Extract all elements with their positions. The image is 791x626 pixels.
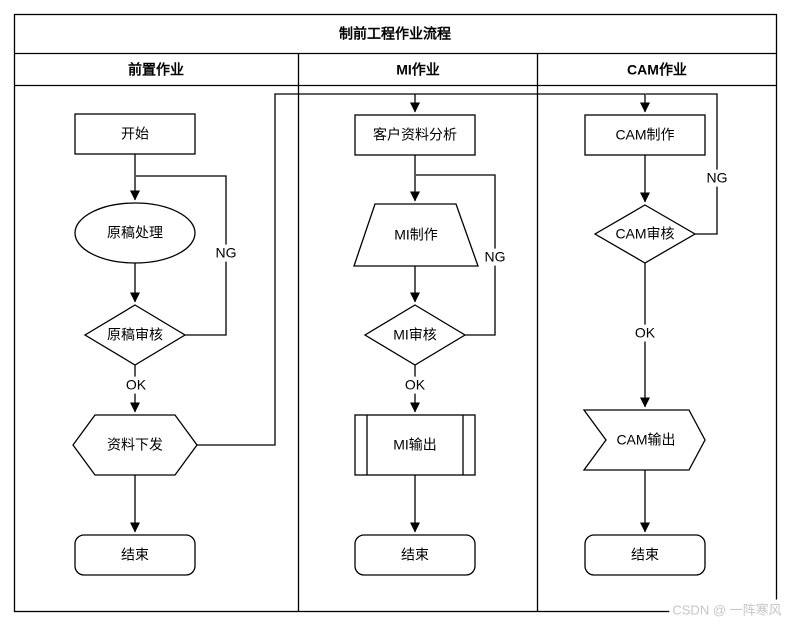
cam-output-node-label: CAM输出 xyxy=(616,431,676,448)
mi-making-trapezoid-shape xyxy=(353,203,479,267)
end-cam-terminator-shape xyxy=(584,534,706,576)
csdn-watermark: CSDN @ 一阵寒风 xyxy=(669,599,785,619)
draft-review-node-label: 原稿审核 xyxy=(107,326,163,343)
lane-header-mi: MI作业 xyxy=(396,61,440,78)
draft-processing-node-shape xyxy=(74,202,196,264)
mi-review-node-label: MI审核 xyxy=(393,326,437,343)
start-node-label: 开始 xyxy=(121,125,149,142)
data-release-hexagon-shape xyxy=(72,414,198,476)
cam-review-node-label: CAM审核 xyxy=(615,225,675,242)
mi-output-node-label: MI输出 xyxy=(393,436,437,453)
diagram-title: 制前工程作业流程 xyxy=(339,25,451,42)
cam-review-decision-shape xyxy=(593,204,697,264)
cam-ng-edge-label: NG xyxy=(704,169,730,187)
cam-making-node-shape xyxy=(584,114,706,156)
end-pre-terminator-shape xyxy=(74,534,196,576)
mi-making-node-label: MI制作 xyxy=(394,226,438,243)
data-release-node-label: 资料下发 xyxy=(107,436,163,453)
draft-processing-node-label: 原稿处理 xyxy=(107,224,163,241)
mi-output-outer-rect xyxy=(354,414,476,476)
start-node-shape xyxy=(74,113,196,155)
lane-header-cam: CAM作业 xyxy=(627,61,687,78)
lane-header-pre: 前置作业 xyxy=(128,61,184,78)
mi-ng-edge-label: NG xyxy=(482,248,508,266)
end-cam-node-label: 结束 xyxy=(631,546,659,563)
end-mi-terminator-shape xyxy=(354,534,476,576)
pre-ng-edge-label: NG xyxy=(213,244,239,262)
end-pre-node-label: 结束 xyxy=(121,546,149,563)
edge-cam-review-ng-loop xyxy=(646,93,718,235)
cam-ok-edge-label: OK xyxy=(632,324,658,342)
customer-analysis-node-label: 客户资料分析 xyxy=(373,126,457,143)
end-mi-node-label: 结束 xyxy=(401,546,429,563)
cam-output-ribbon-arrow-shape xyxy=(582,409,706,471)
cam-making-node-label: CAM制作 xyxy=(615,126,675,143)
mi-ok-edge-label: OK xyxy=(402,376,428,394)
nodes xyxy=(72,113,706,576)
edge-data-release-to-cam-making xyxy=(197,93,650,446)
customer-analysis-node-shape xyxy=(354,114,476,156)
draft-review-decision-shape xyxy=(83,304,187,366)
mi-review-decision-shape xyxy=(363,304,467,366)
pre-ok-edge-label: OK xyxy=(123,376,149,394)
mi-output-predefined-process-shape xyxy=(354,414,476,476)
